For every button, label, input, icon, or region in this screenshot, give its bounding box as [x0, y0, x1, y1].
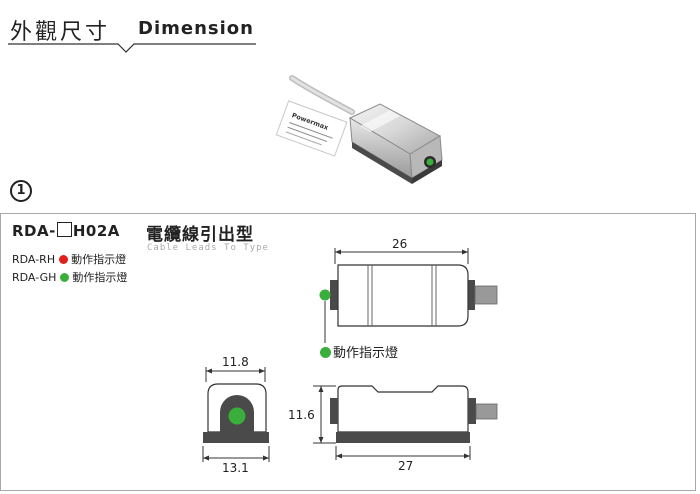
product-type-english: Cable Leads To Type — [147, 243, 269, 253]
dimension-front-width-bottom: 13.1 — [222, 461, 249, 475]
model-placeholder-box — [56, 222, 72, 237]
dimension-panel — [0, 213, 696, 491]
red-led-icon — [59, 255, 69, 264]
product-type-chinese: 電纜線引出型 — [146, 225, 254, 245]
model-prefix: RDA- — [12, 222, 56, 240]
dimension-side-length: 27 — [398, 459, 413, 473]
led-indicator-label: 動作指示燈 — [333, 346, 399, 361]
variant-code: RDA-GH — [12, 271, 57, 284]
green-led-icon — [60, 273, 70, 282]
variant-code: RDA-RH — [12, 253, 56, 266]
model-code: RDA- H02A — [12, 222, 120, 240]
variant-row: RDA-GH 動作指示燈 — [12, 269, 127, 285]
section-number-badge: 1 — [10, 180, 32, 202]
dimension-top-length: 26 — [392, 237, 407, 251]
variant-row: RDA-RH 動作指示燈 — [12, 251, 126, 267]
variant-label: 動作指示燈 — [72, 271, 128, 284]
dimension-front-width-top: 11.8 — [222, 355, 249, 369]
section-title-chinese: 外觀尺寸 — [10, 20, 111, 45]
led-indicator-note: 動作指示燈 — [320, 342, 398, 361]
product-photo: Powermax — [275, 75, 443, 184]
section-title-english: Dimension — [138, 18, 254, 39]
green-led-icon — [320, 347, 331, 358]
dimension-side-height: 11.6 — [288, 408, 315, 422]
variant-label: 動作指示燈 — [71, 253, 127, 266]
model-suffix: H02A — [72, 222, 120, 240]
header-underline — [8, 43, 256, 53]
